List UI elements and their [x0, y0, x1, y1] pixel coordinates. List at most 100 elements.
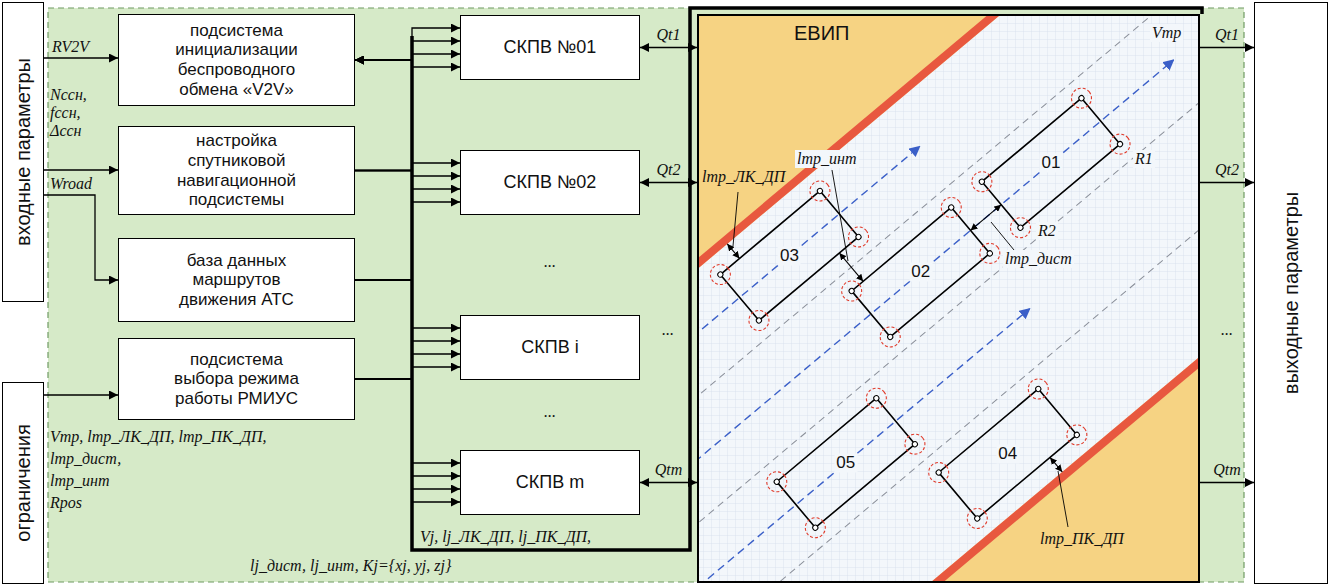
antenna-point	[855, 233, 862, 240]
antenna-zone	[901, 430, 929, 458]
svg-g	[698, 15, 1199, 582]
node-text: подсистема инициализации беспроводного о…	[162, 21, 312, 99]
antenna-zone	[763, 468, 791, 496]
motion-arrow	[698, 146, 920, 512]
connector-arrow	[44, 169, 118, 170]
antenna-zone	[1024, 375, 1052, 403]
leader-line	[832, 170, 848, 261]
node-text: выходные параметры	[1280, 192, 1303, 394]
connector-arrow	[355, 60, 460, 463]
module-box: СКПВ i	[460, 315, 640, 380]
module-box: СКПВ №01	[460, 15, 640, 80]
signal-label: Qt2	[657, 161, 681, 179]
node-text: база данных маршрутов движения АТС	[162, 251, 312, 310]
antenna-point	[948, 204, 955, 211]
environment-box: ЕВИП	[697, 14, 1200, 583]
connector-arrow	[1200, 482, 1254, 483]
antenna-point	[1017, 224, 1024, 231]
callout-number: 04	[996, 444, 1019, 463]
lane-line	[698, 15, 1199, 582]
connector-arrow	[355, 171, 460, 477]
connector-arrow	[355, 28, 460, 60]
constraint-panel: ограничения	[2, 382, 44, 584]
antenna-point	[978, 178, 985, 185]
antenna-zones	[698, 15, 1199, 582]
antenna-point	[986, 250, 993, 257]
parameter-label: ...	[1221, 321, 1233, 339]
parameter-label: ...	[544, 253, 556, 271]
parameter-label: lтр_инт	[50, 472, 110, 490]
connector-arrow	[355, 280, 460, 489]
dimension-line	[839, 253, 863, 281]
antenna-zone	[706, 260, 734, 288]
antenna-zone	[801, 514, 829, 542]
parameter-label: ...	[662, 321, 674, 339]
callout-number: 03	[778, 246, 801, 265]
parameter-label: RV2V	[52, 38, 89, 56]
connector-arrow	[1200, 47, 1254, 48]
antenna-point	[816, 187, 823, 194]
antenna-point	[1035, 385, 1042, 392]
connector-arrow	[355, 171, 460, 177]
node-text: СКПВ i	[521, 337, 578, 358]
antenna-zone	[862, 384, 890, 412]
input-panel: входные параметры	[2, 2, 44, 302]
parameter-label: lтр_дист	[1003, 250, 1074, 268]
module-box: СКПВ №02	[460, 150, 640, 215]
connector-arrow	[1200, 182, 1254, 183]
connector-arrow	[640, 182, 697, 183]
antenna-point	[887, 333, 894, 340]
node-text: входные параметры	[12, 58, 35, 246]
node-text: настройка спутниковой навигационной подс…	[162, 131, 312, 209]
vehicle-outline	[720, 191, 858, 321]
antenna-point	[1073, 431, 1080, 438]
antenna-point	[717, 271, 724, 278]
node-text: ЕВИП	[794, 22, 849, 45]
connector-arrow	[44, 57, 118, 58]
leader-line	[1058, 471, 1068, 527]
signal-label: Qtm	[655, 461, 683, 479]
callout-number: 01	[1039, 153, 1062, 172]
database-box: база данных маршрутов движения АТС	[118, 238, 355, 322]
lane-line	[698, 15, 1199, 582]
connector-arrow	[355, 60, 460, 163]
roadside-right	[698, 15, 1199, 582]
antenna-point	[812, 524, 819, 531]
connector-arrow	[44, 394, 118, 395]
connector-arrow	[355, 280, 460, 354]
leader-lines	[733, 170, 1068, 527]
motion-arrows	[698, 15, 1199, 582]
connector-arrow	[355, 202, 460, 379]
node-text: СКПВ m	[516, 472, 584, 493]
motion-arrow	[698, 309, 1030, 582]
data-bus	[412, 8, 1202, 550]
antenna-zone	[976, 239, 1004, 267]
antenna-zone	[937, 193, 965, 221]
parameter-label: lтр_дист,	[50, 450, 121, 468]
connector-arrow	[355, 367, 460, 379]
node-text: подсистема выбора режима работы РМИУС	[162, 350, 312, 409]
process-box: настройка спутниковой навигационной подс…	[118, 126, 355, 215]
parameter-label: Vтр	[1150, 24, 1183, 42]
connector-arrow	[355, 171, 460, 342]
antenna-zone	[925, 458, 953, 486]
callout-number: 05	[834, 453, 857, 472]
parameter-label: lтр_ПК_ДП	[1040, 530, 1124, 548]
antenna-point	[755, 317, 762, 324]
connector-arrow	[44, 195, 118, 280]
parameter-label: lтр_инт	[795, 150, 859, 168]
node-text: ограничения	[12, 424, 35, 541]
road-edge-right	[698, 15, 1199, 582]
dimension-marks	[727, 93, 1158, 543]
connector-arrow	[355, 54, 460, 280]
antenna-point	[935, 469, 942, 476]
leader-line	[991, 222, 1014, 250]
lane-line	[698, 15, 1199, 582]
antenna-point	[848, 287, 855, 294]
lane-lines	[698, 15, 1199, 582]
callout-number: 02	[909, 263, 932, 282]
connector-arrow	[355, 379, 460, 502]
vehicle-outline	[852, 207, 990, 337]
road-illustration	[698, 15, 1199, 582]
antenna-zone	[745, 306, 773, 334]
